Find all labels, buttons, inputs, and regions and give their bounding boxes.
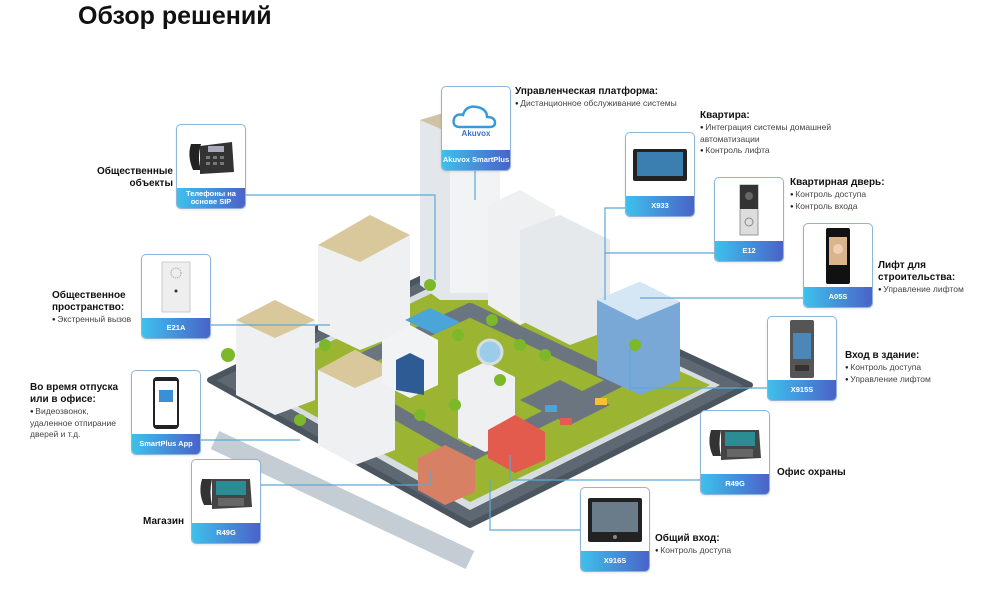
smartphone-icon — [132, 371, 200, 434]
page-title: Обзор решений — [78, 2, 272, 30]
callout-bullet: Дистанционное обслуживание системы — [515, 98, 685, 110]
shop — [488, 415, 545, 473]
callout-vacation: Во время отпуска или в офисе:Видеозвонок… — [30, 382, 130, 440]
device-label: R49G — [192, 523, 260, 543]
callout-title: Управленческая платформа: — [515, 86, 659, 97]
callout-title: Общий вход: — [655, 533, 720, 544]
akuvox-cloud-icon: Akuvox — [442, 87, 510, 150]
callout-bullet: Контроль доступа — [845, 362, 975, 374]
device-label: E12 — [715, 241, 783, 261]
device-label: E21A — [142, 318, 210, 338]
device-label: Телефоны на основе SIP — [177, 188, 245, 208]
callout-title: Офис охраны — [777, 467, 846, 478]
door-phone-icon — [715, 178, 783, 241]
callout-bullet: Контроль лифта — [700, 145, 860, 157]
building — [488, 190, 610, 345]
callout-security-office: Офис охраны — [777, 467, 877, 479]
device-card-x916s[interactable]: X916S — [580, 487, 650, 572]
video-phone-icon — [701, 411, 769, 474]
callout-bullet: Экстренный вызов — [52, 314, 147, 326]
parking — [520, 380, 610, 425]
fountain — [476, 338, 504, 366]
callout-bullet: Интеграция системы домашней автоматизаци… — [700, 122, 860, 145]
indoor-monitor-icon — [626, 133, 694, 196]
callout-public-objects: Общественные объекты — [78, 166, 173, 190]
device-card-app[interactable]: SmartPlus App — [131, 370, 201, 455]
callout-building-entrance: Вход в здание:Контроль доступаУправление… — [845, 350, 975, 386]
device-label: Akuvox SmartPlus — [442, 150, 510, 170]
device-card-x933[interactable]: X933 — [625, 132, 695, 217]
svg-text:Akuvox: Akuvox — [462, 129, 491, 138]
car — [595, 398, 607, 405]
device-label: SmartPlus App — [132, 434, 200, 454]
device-label: X915S — [768, 380, 836, 400]
callout-title: Общественные объекты — [96, 166, 173, 189]
building — [318, 350, 395, 465]
callout-bullet: Контроль доступа — [655, 545, 775, 557]
pool — [405, 308, 460, 334]
desk-phone-icon — [177, 125, 245, 188]
callout-title: Вход в здание: — [845, 350, 920, 361]
callout-title: Во время отпуска или в офисе: — [30, 382, 119, 405]
car — [545, 405, 557, 412]
device-card-x915s[interactable]: X915S — [767, 316, 837, 401]
video-phone-icon — [192, 460, 260, 523]
callout-bullet: Контроль доступа — [790, 189, 910, 201]
blue-building — [597, 282, 680, 395]
device-label: A05S — [804, 287, 872, 307]
door-station-screen-icon — [581, 488, 649, 551]
callout-title: Лифт для строительства: — [878, 260, 956, 283]
callout-common-entrance: Общий вход:Контроль доступа — [655, 533, 775, 557]
callout-bullet: Контроль входа — [790, 201, 910, 213]
building — [236, 300, 315, 415]
callout-title: Квартирная дверь: — [790, 177, 885, 188]
shop — [418, 445, 475, 505]
callout-public-space: Общественное пространство:Экстренный выз… — [52, 290, 147, 326]
device-label: X916S — [581, 551, 649, 571]
trees — [221, 279, 641, 426]
callout-apartment-door: Квартирная дверь:Контроль доступаКонтрол… — [790, 177, 910, 213]
device-card-r49gl[interactable]: R49G — [191, 459, 261, 544]
device-card-a05s[interactable]: A05S — [803, 223, 873, 308]
callout-title: Общественное пространство: — [52, 290, 126, 313]
callout-lift: Лифт для строительства:Управление лифтом — [878, 260, 998, 296]
callout-shop: Магазин — [143, 516, 193, 528]
callout-title: Магазин — [143, 516, 185, 527]
face-terminal-icon — [804, 224, 872, 287]
building — [318, 215, 410, 350]
callout-bullet: Видеозвонок, удаленное отпирание дверей … — [30, 406, 130, 440]
callout-apartment: Квартира:Интеграция системы домашней авт… — [700, 110, 860, 157]
callout-title: Квартира: — [700, 110, 750, 121]
callout-bullet: Управление лифтом — [878, 284, 998, 296]
house — [382, 325, 438, 398]
device-card-sip[interactable]: Телефоны на основе SIP — [176, 124, 246, 209]
device-label: X933 — [626, 196, 694, 216]
door-station-icon — [768, 317, 836, 380]
device-card-e12[interactable]: E12 — [714, 177, 784, 262]
callout-bullet: Управление лифтом — [845, 374, 975, 386]
connector-lines — [201, 171, 803, 531]
device-card-e21a[interactable]: E21A — [141, 254, 211, 339]
device-card-r49gr[interactable]: R49G — [700, 410, 770, 495]
callout-management-platform: Управленческая платформа:Дистанционное о… — [515, 86, 685, 110]
car — [560, 418, 572, 425]
emergency-intercom-icon — [142, 255, 210, 318]
device-label: R49G — [701, 474, 769, 494]
